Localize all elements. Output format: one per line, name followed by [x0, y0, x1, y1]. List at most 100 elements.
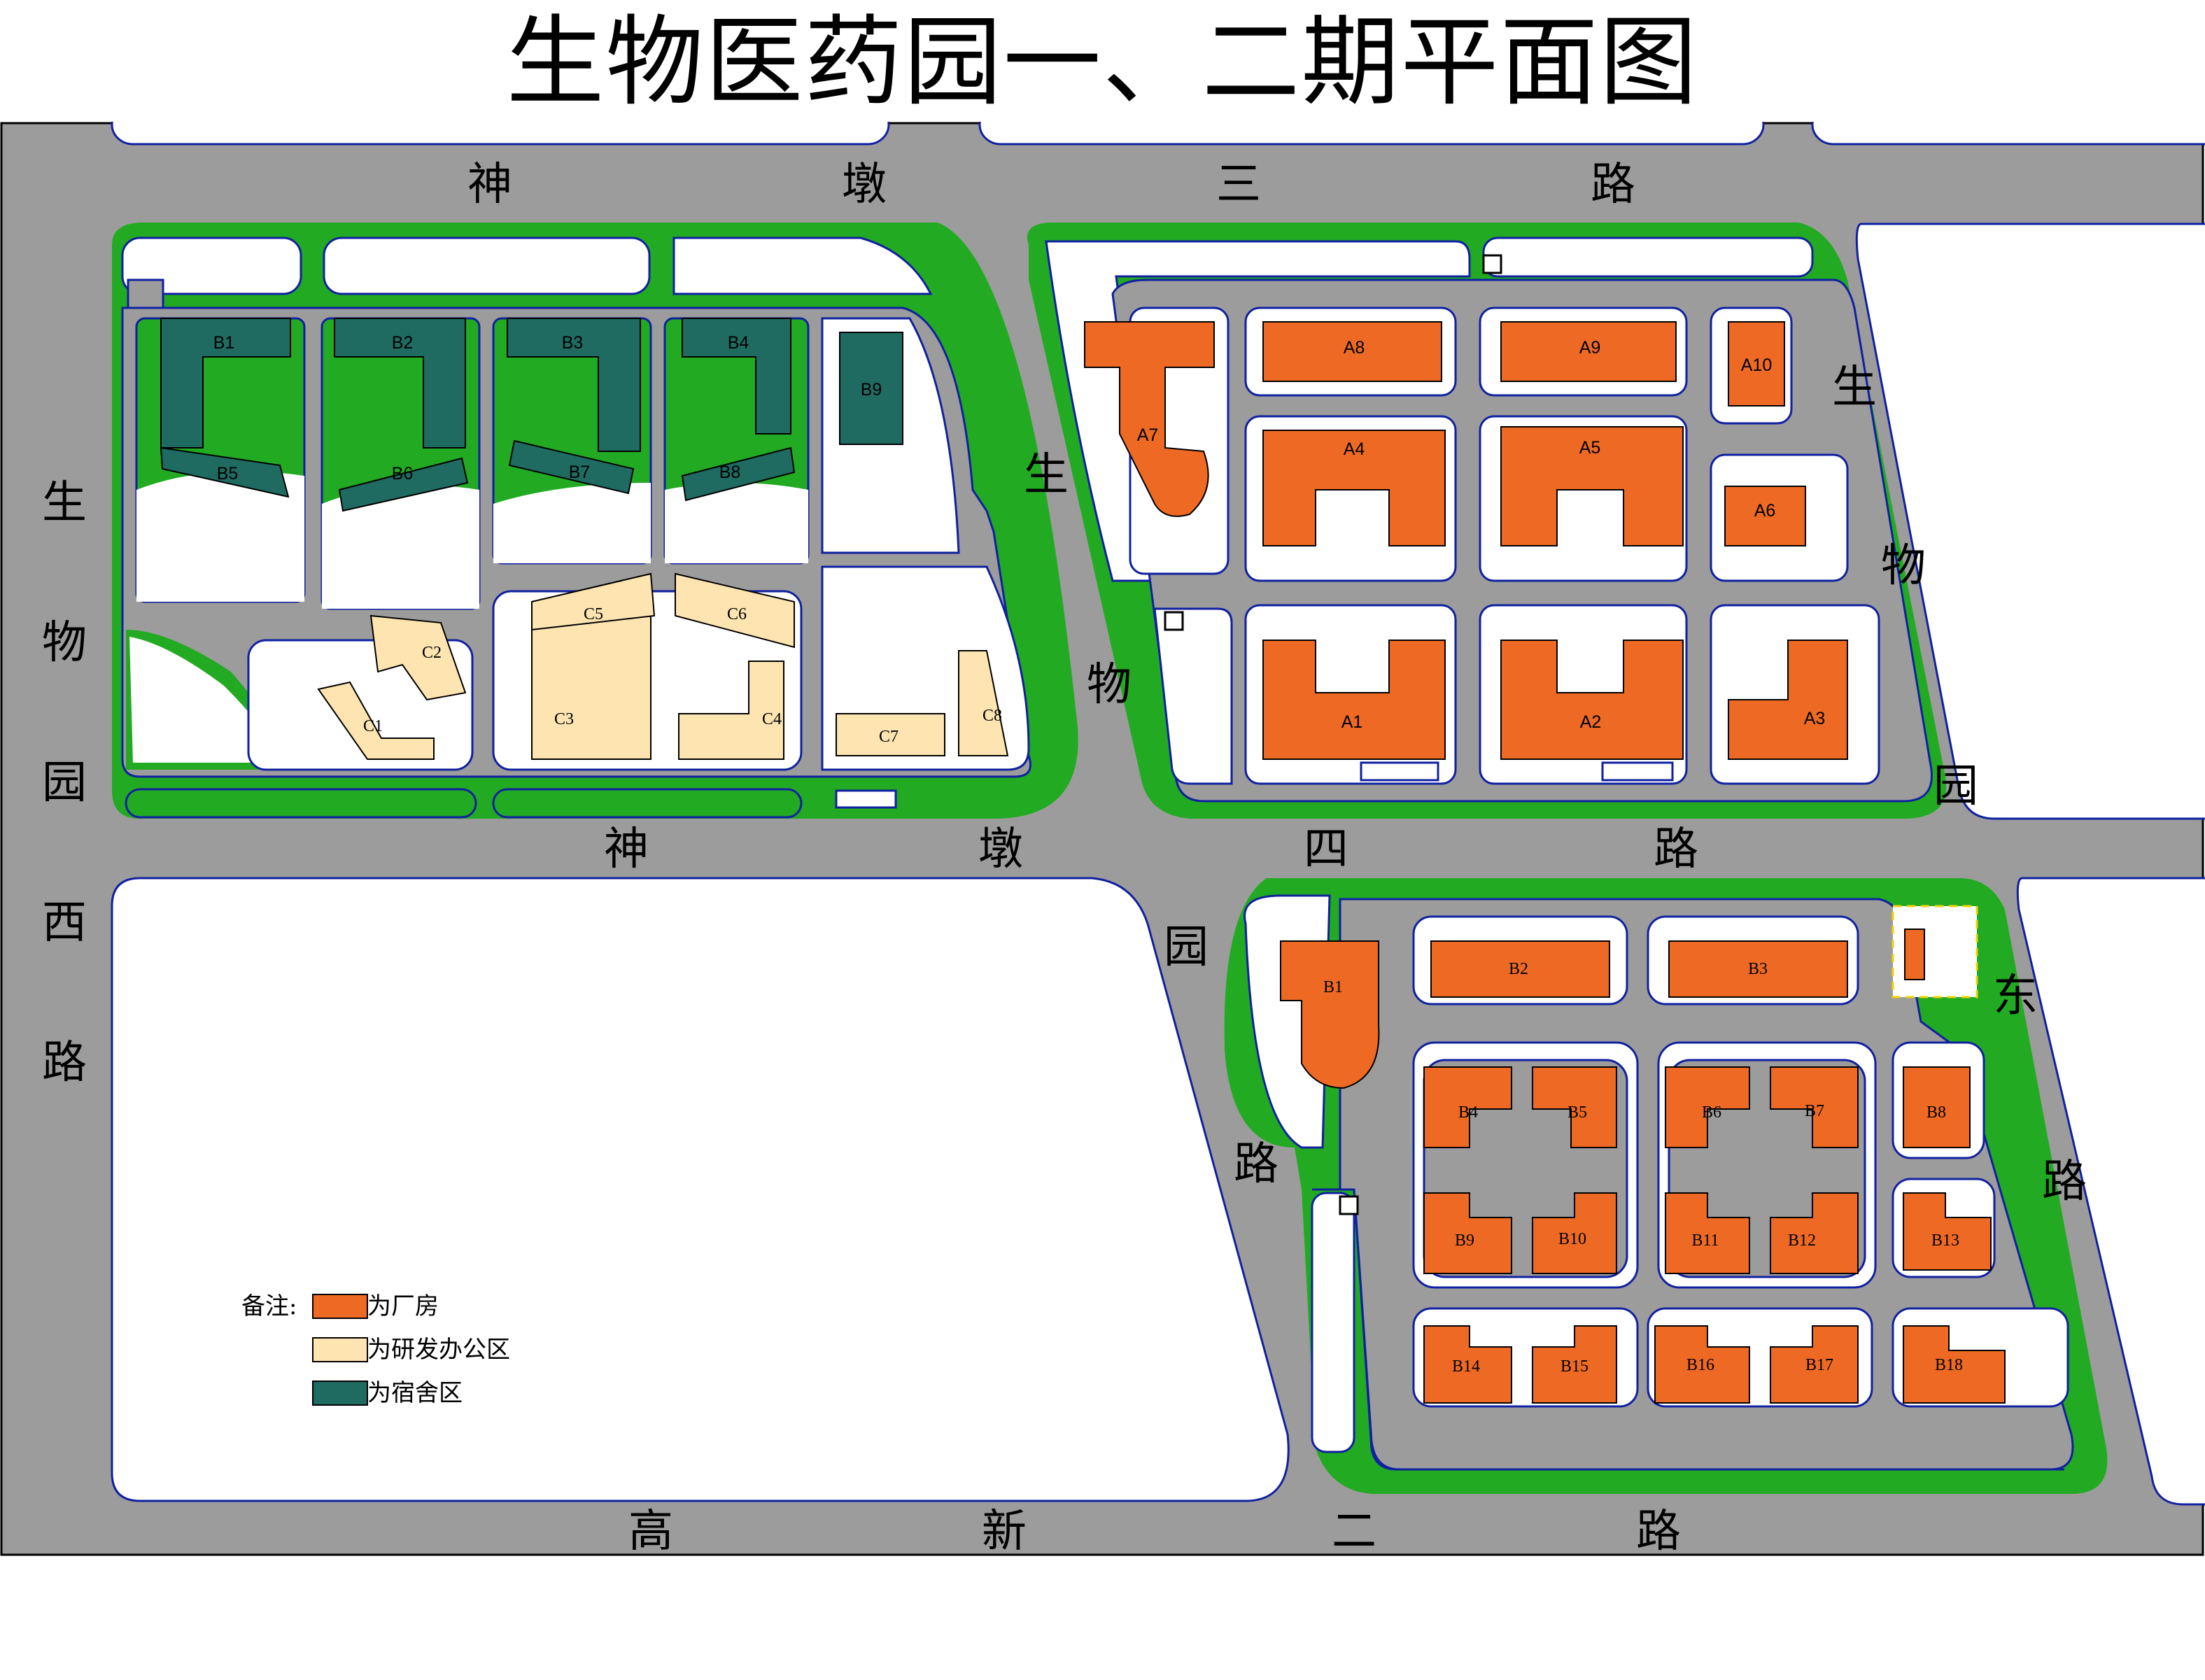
label-factory-a3: A3 [1804, 709, 1826, 728]
dorm-b9 [839, 332, 903, 445]
factory-b17 [1770, 1325, 1859, 1404]
road-center-char-1: 生 [1024, 449, 1069, 501]
label-office-c2: C2 [422, 644, 442, 662]
road-north-char-4: 路 [1591, 159, 1635, 211]
factory-a9 [1500, 321, 1677, 382]
road-center-char-2: 物 [1087, 659, 1132, 711]
building-labels: B1 B2 B3 B4 B5 B6 B7 B8 B9 C1 C2 C3 C4 C… [213, 333, 1963, 1376]
road-center-char-4: 路 [1234, 1138, 1278, 1190]
legend-swatch-factory [312, 1294, 368, 1319]
road-east-char-5: 路 [2042, 1156, 2087, 1208]
label-dorm-b5: B5 [217, 464, 239, 483]
label-factory-b14: B14 [1452, 1357, 1480, 1376]
dorm-b7 [508, 439, 635, 495]
label-office-c1: C1 [363, 717, 383, 735]
label-factory-b8: B8 [1926, 1103, 1946, 1122]
legend-label-dorm: 为宿舍区 [367, 1379, 463, 1407]
label-factory-b11: B11 [1691, 1231, 1719, 1250]
office-c8 [958, 650, 1009, 756]
label-office-c8: C8 [982, 707, 1002, 725]
office-c4 [678, 661, 784, 760]
label-factory-a4: A4 [1344, 439, 1365, 459]
legend-swatch-dorm [312, 1381, 368, 1406]
label-factory-a10: A10 [1741, 355, 1772, 375]
legend-label-office: 为研发办公区 [367, 1336, 510, 1364]
factory-a6 [1724, 486, 1806, 546]
factory-b15 [1532, 1325, 1617, 1404]
road-west-char-1: 生 [42, 477, 87, 529]
road-middle-char-1: 神 [604, 824, 649, 875]
label-dorm-b4: B4 [728, 333, 749, 353]
legend-label-factory: 为厂房 [367, 1292, 439, 1320]
label-office-c6: C6 [727, 605, 747, 623]
label-factory-a1: A1 [1341, 712, 1363, 732]
label-factory-a5: A5 [1579, 438, 1601, 458]
label-factory-b9: B9 [1455, 1231, 1474, 1250]
label-dorm-b1: B1 [213, 333, 235, 353]
factory-a1 [1262, 640, 1446, 760]
dorm-b8 [681, 446, 796, 502]
factory-b12 [1770, 1192, 1859, 1274]
label-factory-b6: B6 [1702, 1103, 1721, 1122]
label-office-c4: C4 [762, 710, 782, 728]
factory-b10 [1532, 1192, 1617, 1274]
label-dorm-b2: B2 [392, 333, 414, 353]
factory-b6 [1665, 1066, 1750, 1148]
factory-b13 [1903, 1192, 1992, 1271]
label-factory-b7: B7 [1805, 1102, 1824, 1120]
factory-a7 [1084, 321, 1215, 517]
road-north-char-3: 三 [1216, 159, 1261, 211]
label-factory-b15: B15 [1561, 1357, 1588, 1376]
label-factory-b4: B4 [1458, 1103, 1478, 1122]
label-factory-a2: A2 [1580, 712, 1602, 732]
legend-heading: 备注: [241, 1292, 297, 1320]
dorm-b6 [338, 457, 469, 512]
factory-b11 [1665, 1192, 1750, 1274]
office-c1 [317, 681, 435, 760]
factory-b7 [1770, 1066, 1859, 1148]
plot-top-2 [978, 122, 1765, 146]
road-labels: 神 墩 三 路 神 墩 四 路 高 新 二 路 生 物 园 西 路 生 物 园 … [42, 159, 2087, 1558]
label-factory-b3: B3 [1748, 960, 1768, 978]
label-factory-b2: B2 [1509, 960, 1528, 978]
road-south-char-3: 二 [1332, 1506, 1376, 1558]
office-c5 [531, 572, 656, 631]
road-west-char-3: 园 [42, 757, 87, 809]
dorm-b5 [160, 446, 290, 498]
factory-b3 [1668, 940, 1848, 998]
label-office-c3: C3 [554, 710, 574, 728]
legend: 备注: 为厂房 为研发办公区 为宿舍区 [241, 1292, 510, 1407]
road-east-char-2: 物 [1881, 540, 1926, 592]
label-factory-b1: B1 [1323, 978, 1343, 996]
factory-b8 [1903, 1066, 1971, 1148]
factory-a4 [1262, 430, 1446, 546]
label-factory-b13: B13 [1931, 1231, 1959, 1250]
road-middle-char-4: 路 [1654, 824, 1698, 875]
road-south-char-2: 新 [982, 1506, 1027, 1558]
factory-b18 [1903, 1325, 2006, 1404]
legend-swatch-office [312, 1337, 368, 1362]
label-dorm-b9: B9 [861, 380, 882, 400]
road-center-char-3: 园 [1164, 922, 1209, 973]
map-title: 生物医药园一、二期平面图 [506, 6, 1699, 120]
office-c7 [836, 713, 945, 756]
label-factory-a6: A6 [1754, 501, 1776, 521]
factory-b1 [1280, 940, 1380, 1089]
label-factory-a9: A9 [1579, 338, 1601, 358]
road-west-char-4: 西 [42, 897, 87, 949]
label-office-c7: C7 [879, 728, 899, 746]
plot-top-3 [1811, 122, 2205, 146]
road-middle-char-2: 墩 [978, 824, 1023, 875]
label-factory-a7: A7 [1137, 425, 1159, 445]
factory-b2 [1430, 940, 1610, 998]
factory-a2 [1500, 640, 1684, 760]
dorm-b2 [334, 318, 466, 449]
factory-a-buildings [1084, 321, 1848, 760]
factory-b14 [1423, 1325, 1512, 1404]
road-north-char-1: 神 [467, 159, 512, 211]
dorm-b4 [682, 318, 791, 435]
road-south-char-1: 高 [628, 1506, 673, 1558]
plot-top-1 [111, 122, 890, 146]
plot-east-upper [1855, 223, 2205, 820]
label-dorm-b8: B8 [719, 463, 741, 482]
